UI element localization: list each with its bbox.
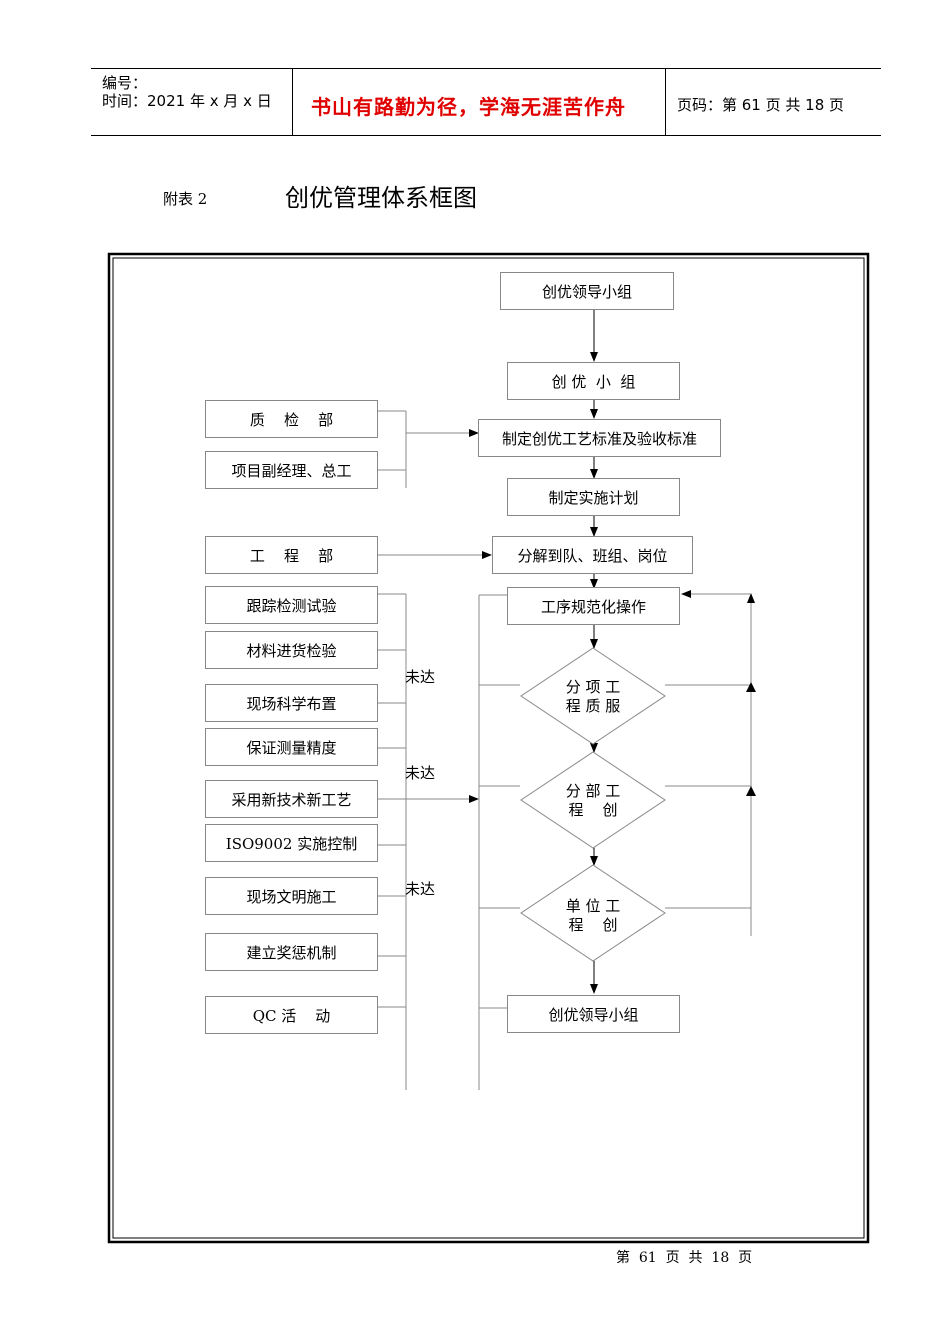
- not-reached-label-2: 未达: [405, 764, 436, 782]
- header-bottom-rule: [91, 135, 881, 136]
- engineering-dept-box: 工 程 部: [205, 536, 378, 574]
- footer-page-number: 第 61 页 共 18 页: [616, 1250, 753, 1266]
- left-item-7: 现场文明施工: [205, 877, 378, 915]
- diamond-2-line2: 程 创: [568, 801, 618, 819]
- diamond-1-line2: 程 质 服: [565, 697, 621, 715]
- header-divider-right: [665, 68, 666, 136]
- creation-group-box: 创 优 小 组: [507, 362, 680, 400]
- implementation-plan-box: 制定实施计划: [507, 478, 680, 516]
- left-item-1: 跟踪检测试验: [205, 586, 378, 624]
- diamond-3-line2: 程 创: [568, 916, 618, 934]
- page-title: 创优管理体系框图: [285, 184, 477, 212]
- header-motto: 书山有路勤为径，学海无涯苦作舟: [311, 95, 626, 119]
- diamond-2-line1: 分 部 工: [565, 782, 621, 800]
- diamond-3-line1: 单 位 工: [565, 897, 621, 915]
- left-item-5: 采用新技术新工艺: [205, 780, 378, 818]
- header-number-label: 编号：: [102, 74, 148, 92]
- left-item-8: 建立奖惩机制: [205, 933, 378, 971]
- left-item-4: 保证测量精度: [205, 728, 378, 766]
- deputy-manager-box: 项目副经理、总工: [205, 451, 378, 489]
- header-time-label: 时间：2021 年 x 月 x 日: [102, 92, 272, 110]
- header-divider-left: [292, 68, 293, 136]
- left-item-3: 现场科学布置: [205, 684, 378, 722]
- header-top-rule: [91, 68, 881, 69]
- header-page-label: 页码：第 61 页 共 18 页: [677, 96, 845, 114]
- standards-box: 制定创优工艺标准及验收标准: [478, 419, 721, 457]
- quality-dept-box: 质 检 部: [205, 400, 378, 438]
- left-item-2: 材料进货检验: [205, 631, 378, 669]
- leader-group-bottom-box: 创优领导小组: [507, 995, 680, 1033]
- not-reached-label-1: 未达: [405, 668, 436, 686]
- decompose-box: 分解到队、班组、岗位: [492, 536, 693, 574]
- not-reached-label-3: 未达: [405, 880, 436, 898]
- leader-group-top-box: 创优领导小组: [500, 272, 674, 310]
- left-item-9: QC 活 动: [205, 996, 378, 1034]
- process-operation-box: 工序规范化操作: [507, 587, 680, 625]
- diamond-1-line1: 分 项 工: [565, 678, 621, 696]
- appendix-label: 附表 2: [163, 190, 208, 208]
- left-item-6: ISO9002 实施控制: [205, 824, 378, 862]
